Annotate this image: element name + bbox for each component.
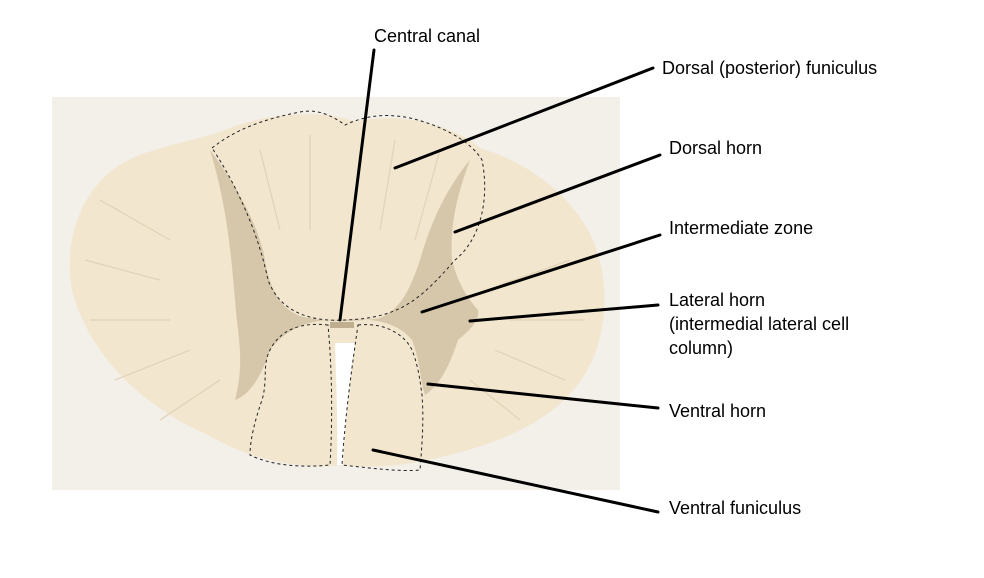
label-ventral-horn: Ventral horn [669,401,767,421]
region-outlines [211,110,486,472]
septa-texture [84,135,585,421]
gray-matter [210,150,479,400]
label-lateral-horn-line-3: column) [669,338,734,358]
central-canal [330,322,354,328]
label-lateral-horn-line-1: Lateral horn [669,290,766,310]
label-dorsal-horn: Dorsal horn [669,138,763,158]
dorsal-horn-leader [453,153,662,234]
label-central-canal: Central canal [374,26,481,46]
label-lateral-horn-line-2: (intermedial lateral cell [669,314,850,334]
label-ventral-funiculus: Ventral funiculus [669,498,802,518]
dorsal-funiculus-leader [393,66,655,170]
lateral-horn-leader [468,303,660,323]
ventral-horn-leader [426,382,660,410]
label-intermediate-zone: Intermediate zone [669,218,814,238]
label-dorsal-funiculus: Dorsal (posterior) funiculus [662,58,878,78]
ventral-median-fissure [335,343,355,465]
label-lateral-horn: Lateral horn (intermedial lateral cell c… [669,288,849,360]
central-canal-leader [338,48,376,322]
intermediate-zone-leader [420,233,662,314]
ventral-funiculus-leader [371,448,660,514]
white-matter [69,114,605,467]
